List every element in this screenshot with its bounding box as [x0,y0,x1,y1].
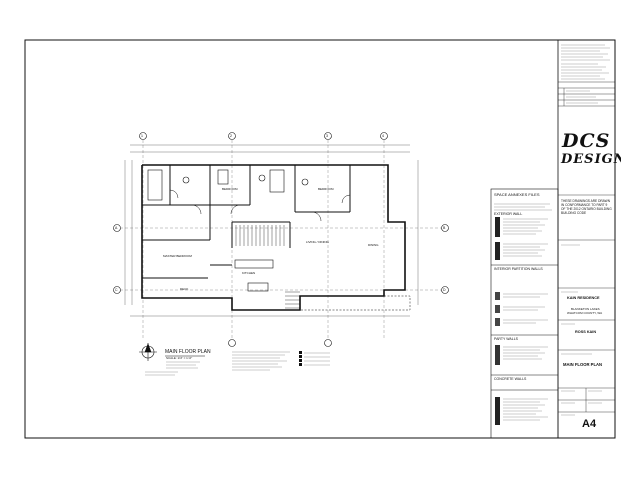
title-note-4: BUILDING CODE [561,211,587,215]
room-bedroom-a: BEDROOM [222,187,238,191]
legend-swatches [495,217,500,425]
title-block [557,39,616,439]
grid-label-a: A [115,225,118,230]
grid-label-c: C [115,287,118,292]
project-location-1: BLANKETON LAKES [571,307,600,311]
notes-fineprint [145,351,330,376]
plan-scale: SCALE: 1/4" = 1'-0" [166,356,193,360]
legend-heading-interior: INTERIOR PARTITION WALLS [494,267,543,271]
grid-label-3: 3 [326,133,328,138]
project-name: KAIN RESIDENCE [567,296,600,300]
deck-outline [299,295,411,311]
dimension-lines [124,144,419,317]
title-block-fineprint [561,44,610,416]
room-kitchen: KITCHEN [242,271,256,275]
door-swings [169,189,351,222]
drawing-title: MAIN FLOOR PLAN [563,362,603,367]
legend-heading-exterior: EXTERIOR WALL [494,212,523,216]
project-location-2: WHATCOM COUNTY, WA [567,311,603,315]
grid-label-d: D [443,287,446,292]
notes-legend-marks [299,351,302,366]
sheet-border [24,39,616,439]
grid-bubbles [113,132,449,347]
grid-label-2: 2 [230,133,232,138]
north-arrow-icon [139,343,157,361]
legend-heading-space: SPACE ANNEXES FILES [494,192,540,197]
room-deck: DECK [180,287,189,291]
legend-heading-concrete: CONCRETE WALLS [494,377,527,381]
plumbing-fixtures [147,169,309,292]
title-block-grid [558,81,615,413]
room-bedroom-b: BEDROOM [318,187,334,191]
title-note-2: IN CONFORMANCE TO PART 9 [561,203,608,207]
legend-heading-party: PARTY WALLS [494,337,518,341]
legend-dividers [491,264,558,391]
grid-label-b: B [443,225,446,230]
interior-walls [142,165,351,279]
grid-label-4: 4 [382,133,384,138]
plan-title: MAIN FLOOR PLAN [165,349,211,355]
legend-fineprint [494,203,552,421]
firm-logo-line2: DESIGN [561,152,621,167]
stair-treads [235,225,300,309]
legend-panel [490,188,559,439]
room-master: MASTER BEDROOM [163,254,192,258]
room-dining: DINING [368,243,379,247]
title-note-3: OF THE 2012 ONTARIO BUILDING [561,207,612,211]
title-note-1: THESE DRAWINGS ARE DRAWN [561,199,610,203]
sheet-number: A4 [582,418,597,430]
firm-logo-line1: DCS [562,130,611,152]
client-name: ROSS KAIN [575,330,597,334]
room-living: LIVING / DINING [306,240,329,244]
grid-label-1: 1 [141,133,143,138]
